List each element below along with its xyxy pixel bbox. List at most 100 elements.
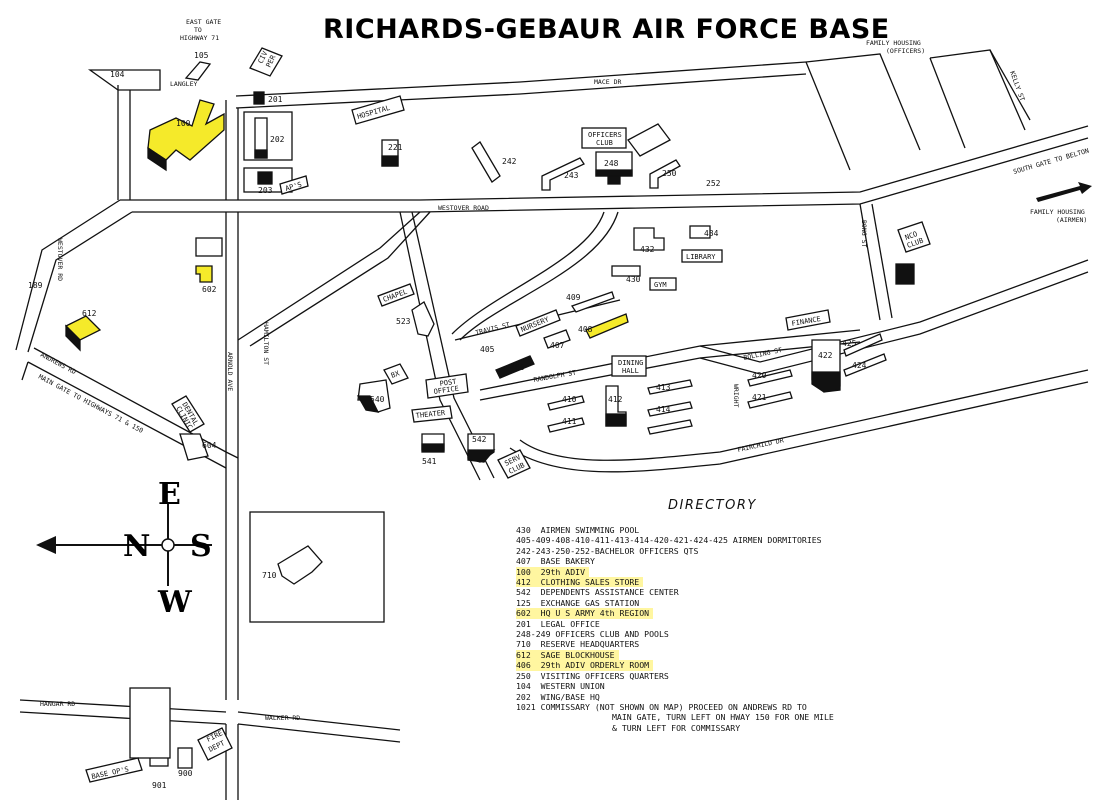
directory-row: 405-409-408-410-411-413-414-420-421-424-… <box>516 535 822 546</box>
south-gate-label: SOUTH GATE TO BELTON <box>1012 147 1090 176</box>
directory-row: 202 WING/BASE HQ <box>516 691 600 702</box>
road-label-wright: WRIGHT <box>732 384 740 408</box>
building-414b <box>647 419 693 435</box>
block-602 <box>195 237 223 257</box>
tag-officers-club <box>581 127 627 149</box>
tag-chapel <box>377 283 415 307</box>
directory-row-wrap: 602 HQ U S ARMY 4th REGION <box>516 608 1076 619</box>
building-pool <box>627 123 671 157</box>
building-434 <box>689 225 711 239</box>
building-411 <box>547 417 585 433</box>
building-410 <box>547 395 585 411</box>
directory-row-wrap: 242-243-250-252-BACHELOR OFFICERS QTS <box>516 546 1076 556</box>
road-label-hamilton: HAMILTON ST <box>262 322 270 365</box>
directory-row-wrap: 201 LEGAL OFFICE <box>516 619 1076 629</box>
road-network <box>15 49 1089 800</box>
building-540-shadow <box>356 395 380 413</box>
building-540-number: 540 <box>370 395 385 404</box>
tag-dining-hall-label-2: HALL <box>622 367 639 375</box>
compass-rose: E N S W <box>36 477 212 620</box>
directory-row-wrap: 125 EXCHANGE GAS STATION <box>516 598 1076 608</box>
directory-row-wrap: 710 RESERVE HEADQUARTERS <box>516 639 1076 649</box>
building-201 <box>253 91 265 105</box>
road-label-walker: WALKER RD <box>265 714 300 722</box>
building-202-shadow <box>254 149 268 159</box>
directory-row: 430 AIRMEN SWIMMING POOL <box>516 525 640 535</box>
building-tags: CIV PER HOSPITAL OFFICERS CLUB AP'S NCO … <box>85 47 931 783</box>
directory-row-wrap: 100 29th ADIV <box>516 566 1076 578</box>
building-420-number: 420 <box>752 371 767 380</box>
directory-row: MAIN GATE, TURN LEFT ON HWAY 150 FOR ONE… <box>612 712 834 723</box>
main-gate-label: MAIN GATE TO HIGHWAYS 71 & 150 <box>37 373 144 435</box>
building-412-number: 412 <box>608 395 623 404</box>
building-434-number: 434 <box>704 229 719 238</box>
tag-post-office <box>425 373 469 399</box>
building-242-number: 242 <box>502 157 517 166</box>
building-406-number: 406 <box>510 363 525 372</box>
building-407 <box>543 329 571 349</box>
building-203-number: 203 <box>258 186 273 195</box>
tag-dining-hall <box>611 355 647 377</box>
compass-e: E <box>158 477 181 512</box>
tag-finance <box>785 309 831 331</box>
directory-row: 407 BASE BAKERY <box>516 556 595 567</box>
tag-nursery <box>515 309 561 337</box>
road-label-arnold: ARNOLD AVE <box>226 352 234 391</box>
compass-center <box>161 538 175 552</box>
tag-gym <box>649 277 677 291</box>
directory-row: 612 SAGE BLOCKHOUSE <box>516 649 619 661</box>
building-425 <box>843 333 883 357</box>
directory-row: 602 HQ U S ARMY 4th REGION <box>516 608 654 619</box>
building-310-number: 310 <box>900 263 915 272</box>
building-202-number: 202 <box>270 135 285 144</box>
tag-post-office-label-1: POST <box>439 378 458 388</box>
tag-gym-label: GYM <box>654 281 667 289</box>
building-424-number: 424 <box>852 361 867 370</box>
building-612-shadow <box>65 324 81 352</box>
tag-base-ops <box>85 757 143 783</box>
building-602 <box>195 265 213 283</box>
road-label-langley: LANGLEY <box>170 80 197 88</box>
directory-row-wrap: 248-249 OFFICERS CLUB AND POOLS <box>516 629 1076 639</box>
tag-bx <box>383 363 409 385</box>
building-248-annex <box>607 175 621 185</box>
building-432-number: 432 <box>640 245 655 254</box>
building-409 <box>570 291 615 313</box>
east-gate-label: EAST GATE <box>186 18 221 26</box>
building-248-number: 248 <box>604 159 619 168</box>
tag-post-office-label-2: OFFICE <box>433 385 459 396</box>
directory-row-wrap: 202 WING/BASE HQ <box>516 692 1076 702</box>
building-100-number: 100 <box>176 119 191 128</box>
directory-row: 201 LEGAL OFFICE <box>516 618 600 629</box>
road-label-bong: BONG ST <box>860 220 868 247</box>
building-414-number: 414 <box>656 405 671 414</box>
tag-aps <box>279 175 309 195</box>
building-422-number: 422 <box>818 351 833 360</box>
tag-officers-club-label-2: CLUB <box>596 139 613 147</box>
building-900 <box>177 747 193 769</box>
building-408 <box>585 313 629 339</box>
building-710 <box>277 545 323 585</box>
directory-row-wrap: 405-409-408-410-411-413-414-420-421-424-… <box>516 535 1076 545</box>
compass-w: W <box>157 585 193 620</box>
building-405-number: 405 <box>480 345 495 354</box>
directory-heading: DIRECTORY <box>668 498 757 513</box>
building-104-number: 104 <box>110 70 125 79</box>
tag-fire-dept <box>197 727 233 761</box>
road-label-hangar: HANGAR RD <box>40 700 75 708</box>
block-202 <box>243 111 293 161</box>
building-409-number: 409 <box>566 293 581 302</box>
tag-nco-club-label-1: NCO <box>904 230 919 242</box>
directory-row: 125 EXCHANGE GAS STATION <box>516 597 640 608</box>
east-gate-to-label: TO <box>194 26 202 34</box>
tag-serv-club <box>497 449 531 479</box>
building-105 <box>184 61 212 81</box>
building-424 <box>843 353 887 377</box>
building-414 <box>647 401 693 417</box>
tag-officers-club-label-1: OFFICERS <box>588 131 622 139</box>
compass-s: S <box>190 529 212 564</box>
building-900-number: 900 <box>178 769 193 778</box>
building-105-number: 105 <box>194 51 209 60</box>
